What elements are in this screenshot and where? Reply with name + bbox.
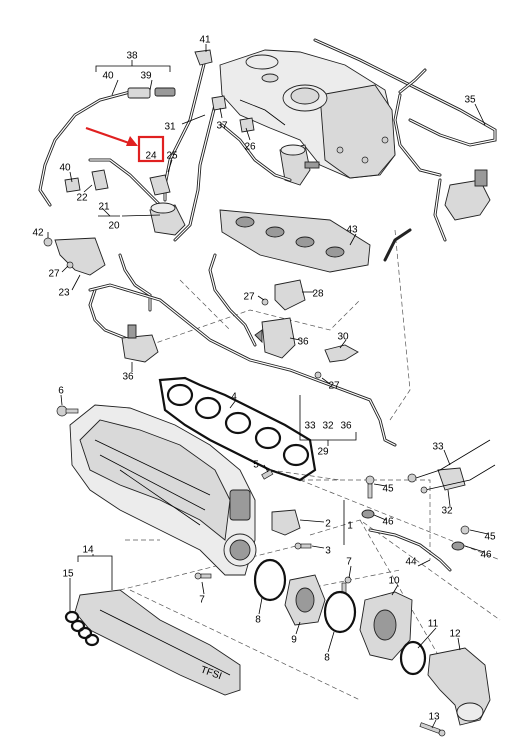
part-label-p10: 10 bbox=[388, 576, 400, 587]
part-label-p22: 22 bbox=[76, 193, 88, 204]
part-label-p36b: 36 bbox=[122, 372, 134, 383]
part-label-p28: 28 bbox=[312, 289, 324, 300]
part-label-p39: 39 bbox=[140, 71, 152, 82]
part-label-p33b: 33 bbox=[432, 442, 444, 453]
bolt-6 bbox=[56, 405, 79, 417]
bolt-13 bbox=[419, 722, 446, 737]
part-label-p13: 13 bbox=[428, 712, 440, 723]
vacuum-hoses bbox=[38, 38, 497, 447]
part-label-p35: 35 bbox=[464, 95, 476, 106]
sensor-2 bbox=[271, 509, 312, 550]
bracket-23 bbox=[43, 237, 106, 276]
part-label-p40b: 40 bbox=[59, 163, 71, 174]
part-label-p23: 23 bbox=[58, 288, 70, 299]
part-label-p36a: 36 bbox=[297, 337, 309, 348]
valve-36-left bbox=[121, 324, 159, 363]
part-label-p33a: 33 bbox=[304, 421, 316, 432]
gasket-11 bbox=[399, 640, 427, 676]
part-label-p12: 12 bbox=[449, 629, 461, 640]
part-label-p6: 6 bbox=[58, 386, 64, 397]
part-label-p4: 4 bbox=[231, 392, 237, 403]
intake-gasket-4 bbox=[158, 376, 317, 482]
leader-lines bbox=[47, 44, 489, 729]
part-label-p9: 9 bbox=[291, 635, 297, 646]
part-label-p45b: 45 bbox=[484, 532, 496, 543]
part-label-p37: 37 bbox=[216, 121, 228, 132]
part-label-p36c: 36 bbox=[340, 421, 352, 432]
bolts-7 bbox=[194, 572, 352, 594]
solenoid-valve-20 bbox=[64, 169, 186, 236]
part-label-p5: 5 bbox=[253, 460, 259, 471]
part-label-p40a: 40 bbox=[102, 71, 114, 82]
part-label-p7b: 7 bbox=[199, 595, 205, 606]
part-label-p11: 11 bbox=[428, 619, 439, 630]
part-label-p29: 29 bbox=[317, 447, 329, 458]
part-label-p8b: 8 bbox=[324, 653, 330, 664]
elbow-12 bbox=[427, 647, 491, 726]
part-label-p2: 2 bbox=[325, 519, 331, 530]
throttle-body-10 bbox=[359, 591, 413, 661]
bracket-28 bbox=[261, 279, 306, 311]
part-label-p27c: 27 bbox=[328, 381, 340, 392]
part-label-p24: 24 bbox=[145, 151, 157, 162]
part-label-p7a: 7 bbox=[346, 557, 352, 568]
runner-flap-module-43 bbox=[219, 209, 371, 273]
part-label-p46a: 46 bbox=[382, 517, 394, 528]
part-label-p26: 26 bbox=[244, 142, 256, 153]
part-label-p46b: 46 bbox=[480, 550, 492, 561]
part-label-p14: 14 bbox=[82, 545, 94, 556]
part-label-p20: 20 bbox=[108, 221, 120, 232]
o-rings-15 bbox=[64, 610, 100, 647]
connectors-top bbox=[127, 49, 255, 133]
part-label-p31: 31 bbox=[164, 122, 176, 133]
valve-36-right bbox=[254, 317, 296, 359]
part-label-p43: 43 bbox=[346, 225, 358, 236]
hose-44-assembly bbox=[361, 439, 496, 572]
sensor-30 bbox=[314, 344, 359, 379]
intake-manifold bbox=[69, 404, 257, 576]
stud-5 bbox=[261, 469, 274, 480]
part-label-p38: 38 bbox=[126, 51, 138, 62]
flange-9 bbox=[284, 574, 326, 626]
part-label-p15: 15 bbox=[62, 569, 74, 580]
gaskets-8 bbox=[253, 558, 357, 634]
part-label-p44: 44 bbox=[405, 557, 417, 568]
part-label-p41: 41 bbox=[199, 35, 211, 46]
pressure-converter bbox=[444, 169, 491, 221]
part-label-p30: 30 bbox=[337, 332, 349, 343]
part-label-p32b: 32 bbox=[441, 506, 453, 517]
heat-shield-14: TFSI bbox=[74, 589, 241, 696]
part-label-p21: 21 bbox=[98, 202, 110, 213]
part-label-p42: 42 bbox=[32, 228, 44, 239]
part-label-p32a: 32 bbox=[322, 421, 334, 432]
part-label-p25: 25 bbox=[166, 151, 178, 162]
part-label-p1: 1 bbox=[347, 521, 353, 532]
part-label-p3: 3 bbox=[325, 546, 331, 557]
part-label-p27a: 27 bbox=[48, 269, 60, 280]
solenoid-valve-upper bbox=[279, 144, 320, 186]
part-label-p8a: 8 bbox=[255, 615, 261, 626]
part-label-p45a: 45 bbox=[382, 484, 394, 495]
highlight-callout bbox=[85, 126, 165, 163]
part-label-p27b: 27 bbox=[243, 292, 255, 303]
